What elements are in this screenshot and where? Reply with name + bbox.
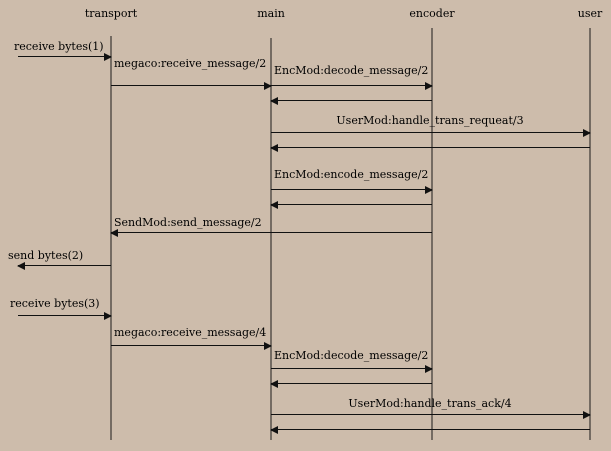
lifeline-user: [589, 28, 591, 440]
message-arrow-encmod-encode-message-2: [271, 185, 433, 194]
message-label-receive-bytes-1: receive bytes(1): [14, 40, 104, 53]
participant-label-encoder: encoder: [409, 7, 455, 20]
arrow-head-icon: [270, 96, 278, 105]
arrow-head-icon: [110, 228, 118, 237]
arrow-head-icon: [583, 128, 591, 137]
arrow-head-icon: [104, 311, 112, 320]
lifeline-transport: [110, 36, 112, 440]
message-arrow-encmod-encode-return: [270, 200, 432, 209]
message-label-encmod-decode-message-2-a: EncMod:decode_message/2: [274, 64, 429, 77]
arrow-head-icon: [264, 81, 272, 90]
message-label-send-bytes-2: send bytes(2): [8, 249, 84, 262]
message-arrow-encmod-decode-return-b: [270, 379, 432, 388]
message-arrow-send-bytes-2: [17, 261, 111, 270]
message-label-megaco-receive-message-4: megaco:receive_message/4: [114, 326, 267, 339]
message-arrow-receive-bytes-1: [18, 52, 112, 61]
arrow-head-icon: [425, 81, 433, 90]
arrow-head-icon: [425, 364, 433, 373]
arrow-head-icon: [270, 379, 278, 388]
message-arrow-receive-bytes-3: [18, 311, 112, 320]
arrow-head-icon: [583, 410, 591, 419]
arrow-head-icon: [270, 200, 278, 209]
message-arrow-usermod-handle-trans-request-return: [270, 143, 590, 152]
message-arrow-encmod-decode-return-a: [270, 96, 432, 105]
arrow-head-icon: [264, 341, 272, 350]
participant-label-user: user: [577, 7, 603, 20]
message-arrow-usermod-handle-trans-request-3: [271, 128, 591, 137]
arrow-head-icon: [270, 143, 278, 152]
message-arrow-megaco-receive-message-2: [111, 81, 272, 90]
message-label-sendmod-send-message-2: SendMod:send_message/2: [114, 216, 262, 229]
arrow-head-icon: [425, 185, 433, 194]
participant-label-main: main: [257, 7, 285, 20]
message-arrow-megaco-receive-message-4: [111, 341, 272, 350]
message-label-megaco-receive-message-2: megaco:receive_message/2: [114, 57, 267, 70]
participant-label-transport: transport: [84, 7, 138, 20]
arrow-head-icon: [270, 425, 278, 434]
message-label-encmod-decode-message-2-b: EncMod:decode_message/2: [274, 349, 429, 362]
message-arrow-encmod-decode-message-2-b: [271, 364, 433, 373]
message-arrow-usermod-handle-trans-ack-4: [271, 410, 591, 419]
message-arrow-usermod-handle-trans-ack-return: [270, 425, 590, 434]
message-arrow-sendmod-send-message-2: [110, 228, 432, 237]
lifeline-encoder: [431, 28, 433, 440]
message-label-encmod-encode-message-2: EncMod:encode_message/2: [274, 168, 429, 181]
lifeline-main: [270, 38, 272, 440]
message-label-receive-bytes-3: receive bytes(3): [10, 297, 100, 310]
arrow-head-icon: [17, 261, 25, 270]
message-label-usermod-handle-trans-ack-4: UserMod:handle_trans_ack/4: [348, 397, 512, 410]
message-arrow-encmod-decode-message-2-a: [271, 81, 433, 90]
message-label-usermod-handle-trans-request-3: UserMod:handle_trans_requeat/3: [336, 114, 524, 127]
arrow-head-icon: [104, 52, 112, 61]
